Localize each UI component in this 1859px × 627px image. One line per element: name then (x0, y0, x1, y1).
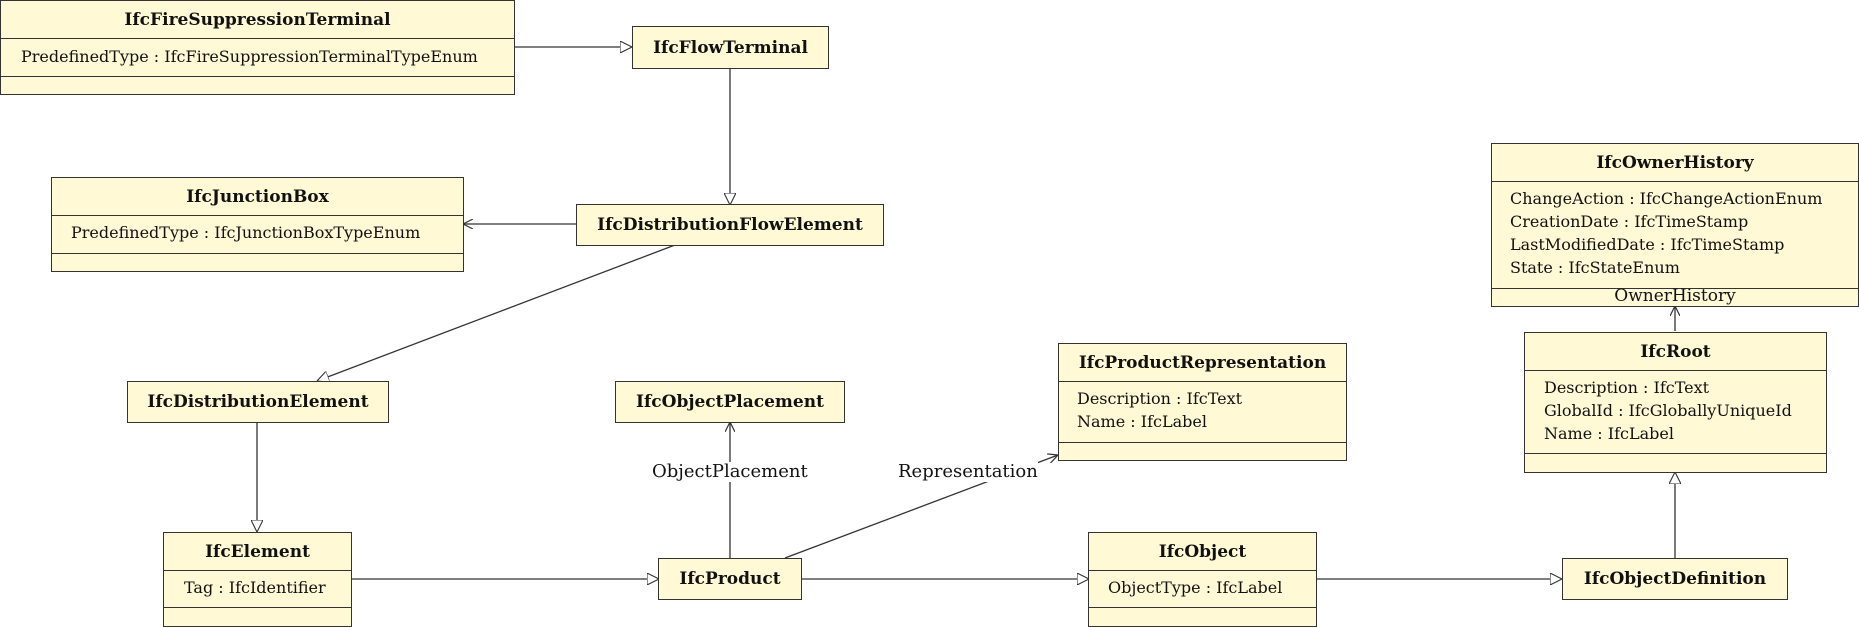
attribute: Description : IfcText (1077, 389, 1243, 408)
compartment-divider (1525, 453, 1826, 454)
attribute: PredefinedType : IfcJunctionBoxTypeEnum (71, 223, 421, 242)
class-ifc-flow-terminal[interactable]: IfcFlowTerminal (632, 26, 829, 69)
compartment-divider (1089, 607, 1316, 608)
class-name: IfcElement (205, 541, 310, 562)
class-name: IfcFlowTerminal (653, 37, 808, 58)
attribute: GlobalId : IfcGloballyUniqueId (1544, 401, 1792, 420)
attribute-list: ChangeAction : IfcChangeActionEnum Creat… (1492, 187, 1858, 279)
attribute-list: ObjectType : IfcLabel (1089, 576, 1316, 599)
compartment-divider (1059, 442, 1346, 443)
class-name: IfcFireSuppressionTerminal (124, 9, 391, 30)
class-ifc-distribution-flow-element[interactable]: IfcDistributionFlowElement (576, 204, 884, 246)
attribute: ObjectType : IfcLabel (1108, 578, 1283, 597)
compartment-divider (164, 607, 351, 608)
class-ifc-product-representation[interactable]: IfcProductRepresentation Description : I… (1058, 343, 1347, 461)
compartment-divider (1, 38, 514, 39)
class-name: IfcDistributionElement (147, 392, 369, 412)
class-ifc-element[interactable]: IfcElement Tag : IfcIdentifier (163, 532, 352, 627)
class-ifc-junction-box[interactable]: IfcJunctionBox PredefinedType : IfcJunct… (51, 177, 464, 272)
class-ifc-fire-suppression-terminal[interactable]: IfcFireSuppressionTerminal PredefinedTyp… (0, 0, 515, 95)
attribute: Name : IfcLabel (1077, 412, 1207, 431)
compartment-divider (1089, 570, 1316, 571)
class-name: IfcObjectPlacement (636, 392, 824, 412)
compartment-divider (164, 570, 351, 571)
attribute: Description : IfcText (1544, 378, 1710, 397)
attribute: CreationDate : IfcTimeStamp (1510, 212, 1749, 231)
class-ifc-object-placement[interactable]: IfcObjectPlacement (615, 381, 845, 423)
attribute-list: Description : IfcText Name : IfcLabel (1059, 387, 1346, 433)
attribute: State : IfcStateEnum (1510, 258, 1680, 277)
attribute-list: Tag : IfcIdentifier (164, 576, 351, 599)
attribute-list: PredefinedType : IfcJunctionBoxTypeEnum (52, 221, 463, 244)
attribute: LastModifiedDate : IfcTimeStamp (1510, 235, 1785, 254)
class-ifc-product[interactable]: IfcProduct (658, 558, 802, 600)
compartment-divider (1492, 288, 1858, 289)
edge-label-object-placement: ObjectPlacement (652, 461, 808, 482)
generalization-distribution-flow-element-to-distribution-element (317, 244, 676, 381)
edge-label-representation: Representation (898, 461, 1038, 482)
attribute-list: Description : IfcText GlobalId : IfcGlob… (1525, 376, 1826, 445)
attribute: Name : IfcLabel (1544, 424, 1674, 443)
class-name: IfcObjectDefinition (1583, 569, 1767, 589)
class-name: IfcRoot (1640, 341, 1711, 362)
class-ifc-root[interactable]: IfcRoot Description : IfcText GlobalId :… (1524, 332, 1827, 473)
compartment-divider (52, 253, 463, 254)
compartment-divider (1, 76, 514, 77)
attribute-list: PredefinedType : IfcFireSuppressionTermi… (1, 45, 514, 68)
class-ifc-object-definition[interactable]: IfcObjectDefinition (1562, 558, 1788, 600)
class-name: IfcJunctionBox (186, 186, 329, 207)
attribute: ChangeAction : IfcChangeActionEnum (1510, 189, 1823, 208)
class-name: IfcProductRepresentation (1078, 352, 1327, 373)
class-ifc-distribution-element[interactable]: IfcDistributionElement (127, 381, 389, 423)
compartment-divider (1059, 381, 1346, 382)
owner-history-text: OwnerHistory (1614, 286, 1736, 306)
compartment-divider (1525, 370, 1826, 371)
class-ifc-object[interactable]: IfcObject ObjectType : IfcLabel (1088, 532, 1317, 627)
class-name: IfcDistributionFlowElement (597, 215, 863, 235)
class-ifc-owner-history[interactable]: IfcOwnerHistory ChangeAction : IfcChange… (1491, 143, 1859, 307)
compartment-divider (1492, 181, 1858, 182)
attribute: Tag : IfcIdentifier (184, 578, 326, 597)
class-name: IfcProduct (679, 569, 781, 589)
attribute: PredefinedType : IfcFireSuppressionTermi… (21, 47, 478, 66)
class-name: IfcOwnerHistory (1596, 152, 1754, 173)
compartment-divider (52, 215, 463, 216)
class-name: IfcObject (1158, 541, 1247, 562)
